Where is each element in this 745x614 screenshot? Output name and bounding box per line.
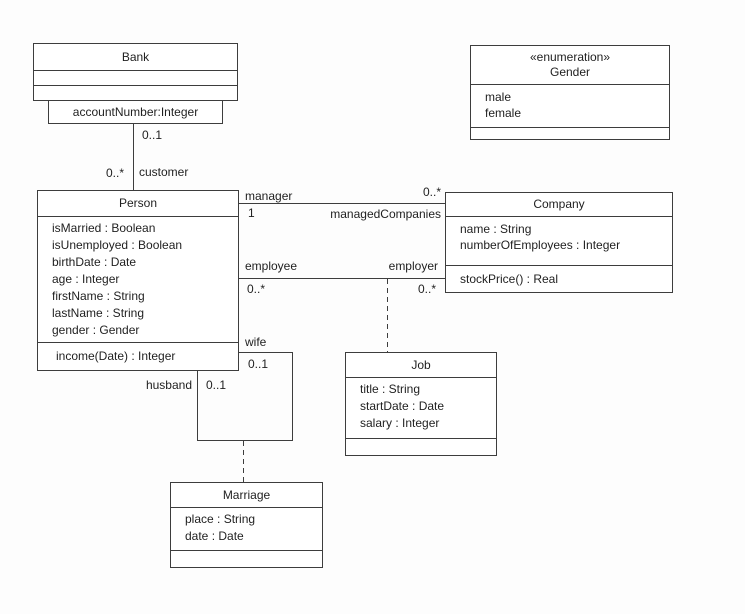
marriage-loop-top-line[interactable] bbox=[239, 352, 293, 353]
attribute: firstName : String bbox=[52, 289, 145, 303]
class-name: Company bbox=[533, 197, 585, 211]
marriage-association-class-dashed-line[interactable] bbox=[243, 441, 244, 482]
class-marriage[interactable]: Marriage place : String date : Date bbox=[170, 482, 323, 568]
class-gender-enumeration[interactable]: «enumeration» Gender male female bbox=[470, 45, 670, 140]
operation: income(Date) : Integer bbox=[38, 342, 238, 370]
marriage-loop-bottom-line[interactable] bbox=[197, 440, 293, 441]
class-name: Person bbox=[118, 196, 158, 210]
bank-customer-association-line[interactable] bbox=[133, 124, 134, 190]
multiplicity-label-bank: 0..1 bbox=[142, 128, 163, 142]
empty-operations-compartment bbox=[471, 127, 669, 139]
class-person[interactable]: Person isMarried : Boolean isUnemployed … bbox=[37, 190, 239, 371]
multiplicity-label-husband: 0..1 bbox=[206, 378, 227, 392]
manager-association-line[interactable] bbox=[239, 203, 445, 204]
attribute: lastName : String bbox=[52, 306, 145, 320]
employment-association-line[interactable] bbox=[239, 278, 445, 279]
class-name: Bank bbox=[121, 49, 150, 64]
job-association-class-dashed-line[interactable] bbox=[387, 279, 388, 352]
attribute: title : String bbox=[360, 382, 421, 396]
attribute: age : Integer bbox=[52, 272, 120, 286]
attribute: isMarried : Boolean bbox=[52, 221, 156, 235]
multiplicity-label-employee: 0..* bbox=[247, 282, 266, 296]
qualifier-account-number[interactable]: accountNumber:Integer bbox=[48, 100, 223, 124]
class-name: Marriage bbox=[222, 487, 271, 502]
attribute: isUnemployed : Boolean bbox=[52, 238, 183, 252]
enum-literal: female bbox=[485, 106, 522, 120]
attribute: salary : Integer bbox=[360, 416, 440, 430]
attribute: date : Date bbox=[185, 529, 244, 543]
empty-operations-compartment bbox=[171, 550, 322, 567]
attribute: name : String bbox=[460, 222, 532, 236]
attribute: place : String bbox=[185, 512, 256, 526]
multiplicity-label-employer: 0..* bbox=[417, 282, 436, 296]
marriage-loop-left-line[interactable] bbox=[197, 371, 198, 441]
enum-literal: male bbox=[485, 90, 512, 104]
multiplicity-label-managed-companies: 0..* bbox=[422, 185, 441, 199]
multiplicity-label-wife: 0..1 bbox=[248, 357, 269, 371]
attribute: gender : Gender bbox=[52, 323, 140, 337]
role-label-husband: husband bbox=[145, 378, 192, 392]
operation: stockPrice() : Real bbox=[446, 265, 672, 292]
class-name: Job bbox=[411, 357, 431, 372]
stereotype-label: «enumeration» bbox=[529, 50, 611, 64]
attribute: numberOfEmployees : Integer bbox=[460, 238, 621, 252]
attribute: birthDate : Date bbox=[52, 255, 137, 269]
class-bank[interactable]: Bank bbox=[33, 43, 238, 101]
class-name: Gender bbox=[549, 65, 591, 79]
multiplicity-label-customer: 0..* bbox=[106, 166, 125, 180]
attribute: startDate : Date bbox=[360, 399, 445, 413]
marriage-loop-right-line[interactable] bbox=[292, 352, 293, 441]
role-label-employer: employer bbox=[388, 259, 438, 273]
empty-attributes-compartment bbox=[34, 70, 237, 85]
empty-operations-compartment bbox=[346, 438, 496, 455]
role-label-wife: wife bbox=[245, 335, 267, 349]
class-company[interactable]: Company name : String numberOfEmployees … bbox=[445, 192, 673, 293]
role-label-managed-companies: managedCompanies bbox=[330, 207, 441, 221]
multiplicity-label-manager: 1 bbox=[248, 206, 255, 220]
empty-operations-compartment bbox=[34, 85, 237, 100]
class-job[interactable]: Job title : String startDate : Date sala… bbox=[345, 352, 497, 456]
role-label-employee: employee bbox=[245, 259, 298, 273]
role-label-customer: customer bbox=[139, 165, 189, 179]
role-label-manager: manager bbox=[245, 189, 293, 203]
